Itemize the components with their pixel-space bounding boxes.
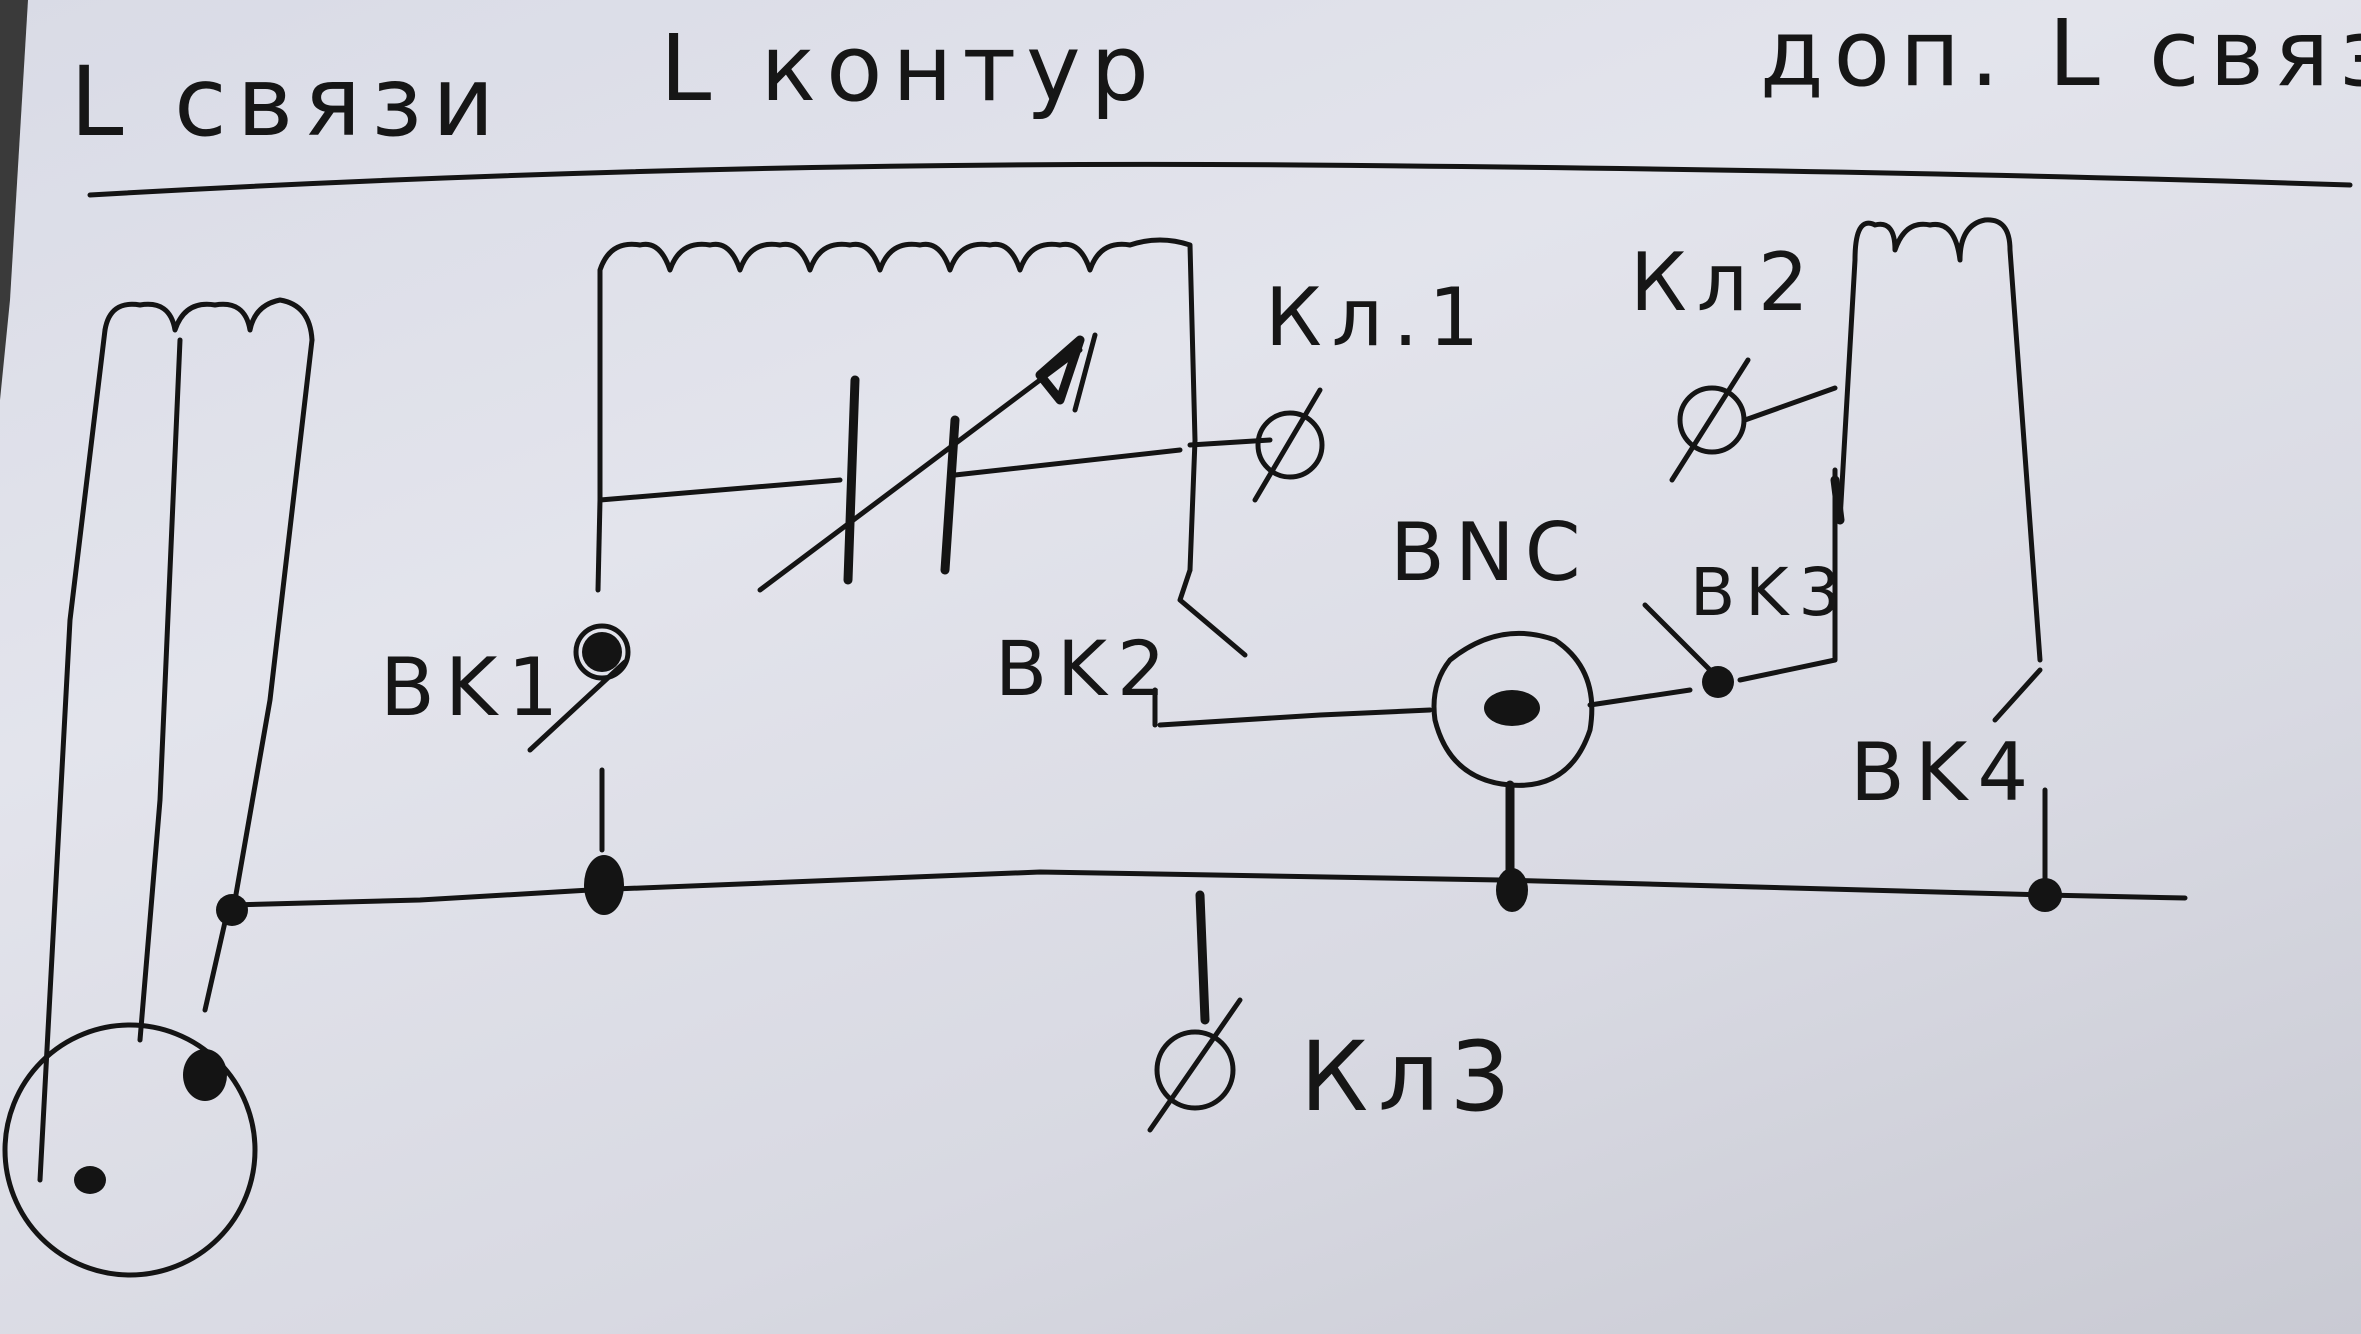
- bk3-label: BK3: [1690, 554, 1851, 631]
- connector-circle: [2, 1022, 258, 1278]
- terminal-kl2: Кл2: [1630, 236, 1838, 483]
- bk1-label: BK1: [380, 641, 568, 734]
- kl2-label: Кл2: [1630, 236, 1819, 329]
- loop-coil: [597, 237, 1198, 573]
- paper-shadow: [0, 0, 28, 400]
- switch-bk1: BK1: [380, 497, 631, 853]
- connector-pin-2: [74, 1166, 106, 1194]
- switch-bk3: BK3: [1642, 467, 1851, 698]
- terminal-kl1: Кл.1: [1187, 271, 1489, 503]
- switch-bk4: BK4: [1850, 667, 2062, 912]
- ground-bus: [216, 855, 2188, 926]
- header-underline: [87, 161, 2353, 198]
- terminal-kl3: Кл3: [1147, 890, 1521, 1133]
- variable-capacitor: [597, 332, 1183, 593]
- coupling-coil-left: [2, 297, 315, 1278]
- bk4-label: BK4: [1850, 726, 2038, 819]
- kl1-label: Кл.1: [1265, 271, 1489, 364]
- header-right-label: доп. L связи: [1760, 0, 2361, 107]
- header-center-label: L контур: [660, 15, 1159, 122]
- wire-bk2-bnc: [1157, 707, 1433, 728]
- bnc-label: BNC: [1390, 506, 1591, 599]
- connector-pin: [183, 1049, 227, 1101]
- bnc-connector: BNC: [1390, 506, 1595, 885]
- wire-bnc-bk3: [1587, 687, 1693, 708]
- bk2-label: BK2: [995, 624, 1175, 713]
- switch-bk2: BK2: [995, 567, 1248, 728]
- kl3-label: Кл3: [1300, 1021, 1521, 1133]
- coupling-coil-extra: [1830, 217, 2043, 663]
- header-left-label: L связи: [70, 46, 505, 158]
